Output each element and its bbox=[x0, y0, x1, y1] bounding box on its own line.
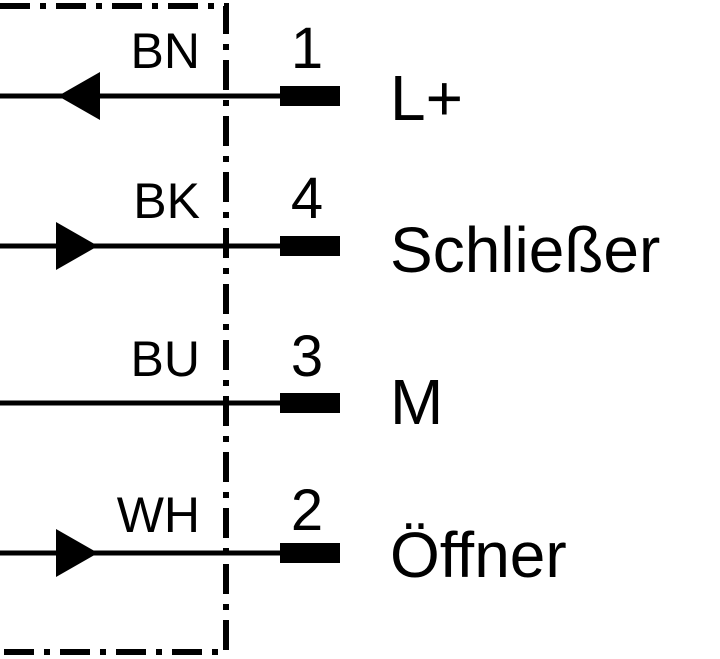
pin-terminal bbox=[280, 543, 340, 563]
housing-boundary bbox=[0, 3, 229, 655]
pin-function-label: Öffner bbox=[390, 519, 567, 591]
pin-function-label: Schließer bbox=[390, 214, 660, 286]
pin-terminal bbox=[280, 393, 340, 413]
arrow-right-icon bbox=[56, 529, 98, 577]
arrow-left-icon bbox=[58, 72, 100, 120]
pin-row-2: BK 4 Schließer bbox=[0, 166, 660, 286]
pin-row-4: WH 2 Öffner bbox=[0, 478, 567, 591]
wire-code-label: BU bbox=[131, 331, 200, 387]
wire-code-label: BK bbox=[133, 173, 200, 229]
pin-number-label: 2 bbox=[291, 478, 323, 543]
pin-row-3: BU 3 M bbox=[0, 324, 443, 438]
wire-code-label: BN bbox=[131, 23, 200, 79]
pin-number-label: 3 bbox=[291, 324, 323, 389]
pin-terminal bbox=[280, 86, 340, 106]
pin-number-label: 4 bbox=[291, 166, 323, 231]
pin-number-label: 1 bbox=[291, 16, 323, 81]
pin-terminal bbox=[280, 236, 340, 256]
pin-function-label: L+ bbox=[390, 62, 463, 134]
pin-row-1: BN 1 L+ bbox=[0, 16, 463, 134]
arrow-right-icon bbox=[56, 222, 98, 270]
pin-function-label: M bbox=[390, 366, 443, 438]
wire-code-label: WH bbox=[117, 487, 200, 543]
